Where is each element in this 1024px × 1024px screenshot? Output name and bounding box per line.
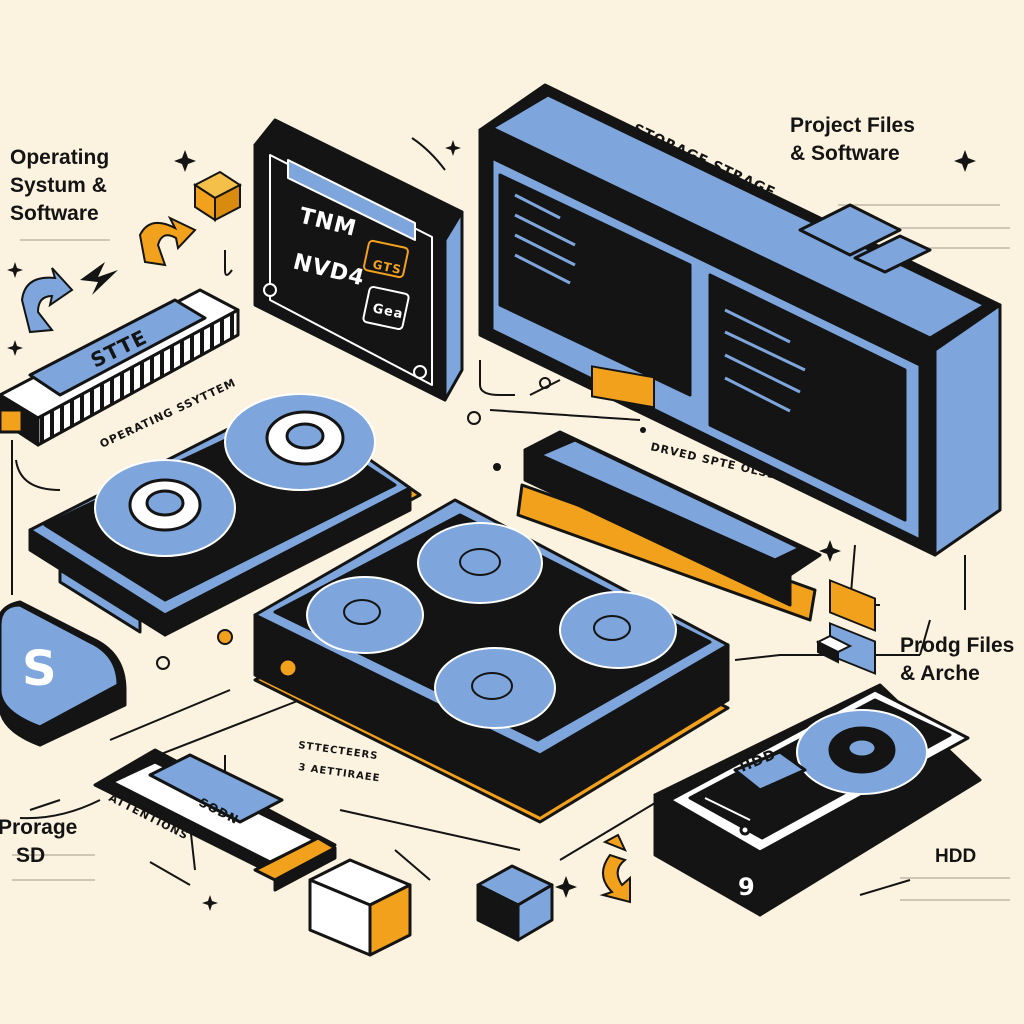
refresh-arrow-icon [138, 215, 197, 267]
label-project-line2: & Software [790, 142, 900, 165]
nvme-enclosure [253, 118, 464, 402]
nvme-chip-2: Gea [371, 301, 405, 322]
nas-window-lines [514, 193, 806, 413]
nas-tag-3: 10 [842, 451, 868, 474]
label-os-line3: Software [10, 202, 99, 225]
ssd-stick [0, 288, 240, 447]
nas-enclosure [478, 83, 1002, 557]
cube-icon [193, 170, 242, 222]
blue-box-icon [476, 864, 554, 942]
label-prorage-line2: SD [16, 844, 45, 867]
dual-platter-drive [28, 393, 422, 637]
white-box-icon [308, 858, 412, 957]
small-chip-icon [815, 634, 853, 664]
video-editing-drive [516, 430, 822, 622]
label-prorage-line1: Prorage [0, 816, 77, 839]
nvme-chip-1: GTS [371, 257, 403, 277]
label-os-line2: Systum & [10, 174, 107, 197]
s-tile [0, 600, 127, 747]
label-prodg-line1: Prodg Files [900, 634, 1014, 657]
flash-card [93, 748, 337, 892]
label-prodg-line2: & Arche [900, 662, 980, 685]
sync-arrow-icon [599, 833, 631, 904]
lightning-icon [80, 262, 118, 295]
s-tile-letter: S [22, 641, 57, 697]
hdd-digit: 9 [738, 873, 756, 901]
sparkle-decorations [7, 140, 976, 911]
label-os-line1: Operating [10, 146, 109, 169]
rotate-arrow-icon [20, 267, 74, 334]
label-project-line1: Project Files [790, 114, 915, 137]
nas-tag-2: 80 [842, 414, 868, 437]
hdd-drive [653, 683, 982, 917]
storage-array [253, 498, 730, 824]
label-hdd: HDD [935, 846, 976, 867]
